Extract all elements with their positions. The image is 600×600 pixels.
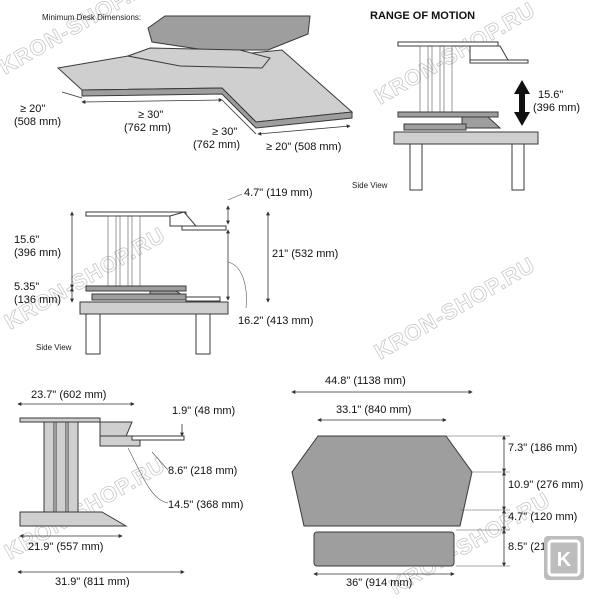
- surface-depth-rear: 10.9" (276 mm): [508, 479, 583, 491]
- top-worksurface: [291, 435, 473, 527]
- desk-width-left: ≥ 30": [138, 109, 163, 121]
- tray-drop: 1.9" (48 mm): [172, 405, 235, 417]
- range-of-motion-panel: RANGE OF MOTION 15.6" (396 mm) Side View: [352, 10, 580, 191]
- dim-line: [81, 98, 223, 104]
- vertical-double-arrow-icon: [514, 80, 530, 126]
- leader-line: [227, 193, 243, 201]
- top-keyboard-tray: [313, 531, 455, 567]
- desk-width-left-mm: (762 mm): [124, 122, 171, 134]
- profile-keyboard-tray: [131, 435, 185, 441]
- lift-height-mm: (396 mm): [14, 247, 61, 259]
- leader-line: [227, 261, 247, 309]
- desk-edge: [81, 87, 353, 129]
- leader-line: [151, 451, 169, 471]
- profile-mast-right: [67, 421, 79, 517]
- desk-depth-right: ≥ 20" (508 mm): [266, 141, 341, 153]
- shop-logo: K: [544, 536, 584, 580]
- tray-depth: 8.6" (218 mm): [168, 465, 237, 477]
- overall-depth: 31.9" (811 mm): [55, 576, 130, 588]
- raised-worksurface: [397, 41, 499, 47]
- lowered-keyboard-tray: [403, 123, 467, 131]
- dim-line: [257, 124, 351, 136]
- profile-top-width: 23.7" (602 mm): [31, 389, 106, 401]
- lowered-keyboard-arm: [461, 116, 502, 129]
- min-height-mm: (136 mm): [14, 294, 61, 306]
- workstation-top-iso: [147, 15, 311, 51]
- tray-offset: 4.7" (119 mm): [244, 187, 313, 199]
- tray-reach: 14.5" (368 mm): [168, 499, 243, 511]
- raised-keyboard-tray: [181, 225, 227, 231]
- desk-leg-right: [195, 313, 211, 355]
- gap-depth: 4.7" (120 mm): [508, 511, 577, 523]
- max-height: 21" (532 mm): [272, 248, 338, 260]
- desk-dimensions-panel: Minimum Desk Dimensions: ≥ 20" (508 mm) …: [14, 13, 354, 153]
- desk-top: [393, 131, 539, 145]
- range-value: 15.6": [538, 89, 563, 101]
- surface-width: 33.1" (840 mm): [336, 404, 411, 416]
- profile-widths-panel: 23.7" (602 mm) 1.9" (48 mm) 8.6" (218 mm…: [17, 389, 243, 588]
- desk-depth-left-mm: (508 mm): [14, 116, 61, 128]
- desk-top: [79, 301, 229, 315]
- raised-keyboard-arm: [469, 45, 509, 61]
- lowered-tray-ext: [185, 296, 221, 302]
- workstation-keyboard-iso: [126, 47, 271, 69]
- top-view-panel: 44.8" (1138 mm) 33.1" (840 mm) 7.3" (186…: [291, 375, 583, 589]
- dim-line: [61, 91, 83, 99]
- side-heights-panel: 15.6" (396 mm) 5.35" (136 mm) 4.7" (119 …: [14, 187, 338, 355]
- profile-mast-left: [43, 421, 55, 517]
- raised-keyboard-tray: [469, 59, 529, 64]
- lowered-worksurface: [85, 285, 187, 292]
- profile-base: [19, 511, 128, 527]
- desk-leg-left: [85, 313, 101, 355]
- lift-height: 15.6": [14, 234, 39, 246]
- desk-width-right-mm: (762 mm): [193, 139, 240, 151]
- lowered-keyboard-tray: [91, 293, 187, 301]
- tray-width: 36" (914 mm): [346, 577, 412, 589]
- lowered-worksurface: [397, 111, 499, 118]
- overall-width: 44.8" (1138 mm): [325, 375, 406, 387]
- desk-leg-left: [409, 143, 423, 191]
- keyboard-height: 16.2" (413 mm): [238, 315, 313, 327]
- desk-width-right: ≥ 30": [212, 126, 237, 138]
- surface-depth-front: 7.3" (186 mm): [508, 442, 577, 454]
- dim-line: [221, 99, 257, 135]
- watermark-text: KRON-SHOP.RU: [370, 252, 540, 364]
- profile-keyboard-arm: [99, 435, 141, 447]
- range-value-mm: (396 mm): [533, 102, 580, 114]
- profile-mast-mid: [55, 421, 67, 517]
- desk-leg-right: [511, 143, 525, 191]
- logo-letter: K: [557, 549, 572, 571]
- base-width: 21.9" (557 mm): [28, 541, 103, 553]
- side-view-label: Side View: [352, 181, 388, 190]
- min-height: 5.35": [14, 281, 39, 293]
- range-title: RANGE OF MOTION: [370, 10, 475, 22]
- leader-line: [127, 447, 169, 504]
- min-desk-label: Minimum Desk Dimensions:: [42, 13, 141, 22]
- desk-depth-left: ≥ 20": [20, 103, 45, 115]
- side-view-label: Side View: [36, 343, 72, 352]
